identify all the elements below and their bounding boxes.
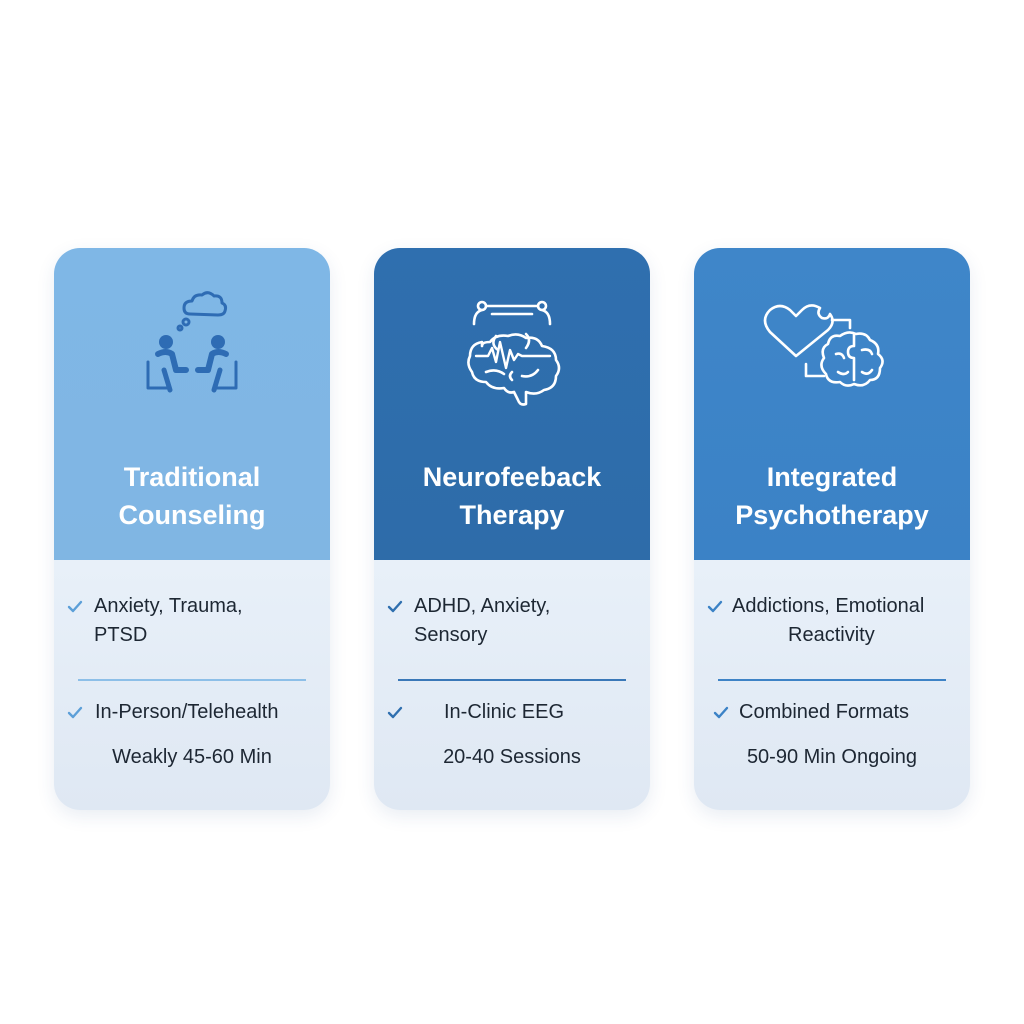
- brain-eeg-icon: [452, 284, 572, 414]
- checkmark-icon: [66, 598, 84, 616]
- counseling-conversation-icon: [132, 284, 252, 414]
- checkmark-icon: [712, 704, 730, 722]
- card-details: Addictions, Emotional Reactivity Combine…: [694, 560, 970, 810]
- duration-text: Weakly 45-60 Min: [112, 746, 272, 768]
- card-neurofeedback-therapy: Neurofeeback Therapy ADHD, Anxiety, Sens…: [374, 248, 650, 810]
- card-title: Traditional Counseling: [118, 462, 266, 530]
- divider: [718, 679, 946, 681]
- card-header: Neurofeeback Therapy: [374, 248, 650, 560]
- checkmark-icon: [706, 598, 724, 616]
- divider: [78, 679, 306, 681]
- card-header: Integrated Psychotherapy: [694, 248, 970, 560]
- duration-text: 20-40 Sessions: [443, 746, 581, 768]
- divider: [398, 679, 626, 681]
- card-details: ADHD, Anxiety, Sensory In-Clinic EEG 20-…: [374, 560, 650, 810]
- card-header: Traditional Counseling: [54, 248, 330, 560]
- checkmark-icon: [66, 704, 84, 722]
- card-traditional-counseling: Traditional Counseling Anxiety, Trauma, …: [54, 248, 330, 810]
- card-title: Neurofeeback Therapy: [422, 462, 602, 530]
- card-details: Anxiety, Trauma, PTSD In-Person/Teleheal…: [54, 560, 330, 810]
- card-integrated-psychotherapy: Integrated Psychotherapy Addictions, Emo…: [694, 248, 970, 810]
- checkmark-icon: [386, 704, 404, 722]
- heart-brain-puzzle-icon: [762, 284, 902, 414]
- checkmark-icon: [386, 598, 404, 616]
- duration-text: 50-90 Min Ongoing: [746, 746, 918, 768]
- card-title: Integrated Psychotherapy: [735, 462, 929, 530]
